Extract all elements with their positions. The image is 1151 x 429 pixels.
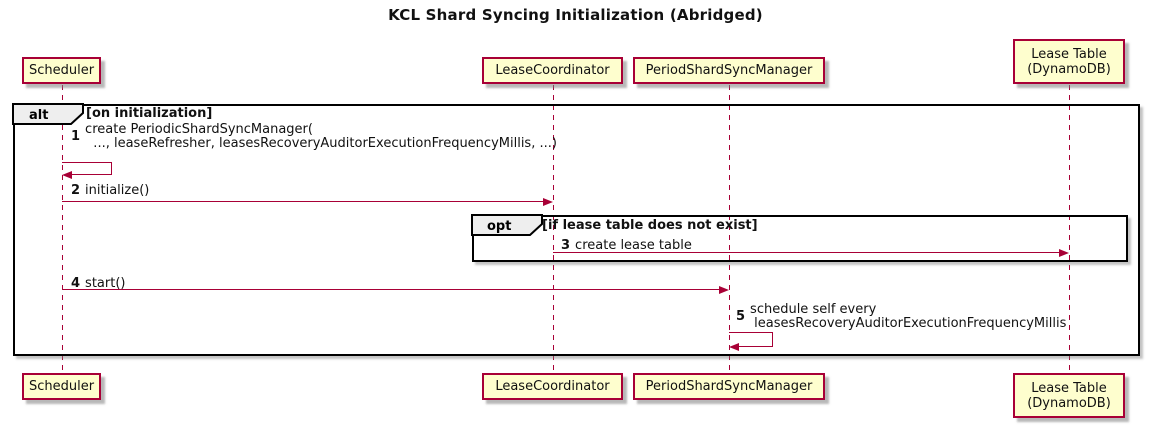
message-5-arrowhead-icon [729, 343, 739, 351]
participant-top-scheduler: Scheduler [22, 57, 101, 84]
participant-bottom-lease-coordinator: LeaseCoordinator [482, 373, 623, 400]
alt-guard-label: [on initialization] [86, 106, 213, 121]
lifeline-lease-coordinator [553, 85, 554, 373]
participant-label: LeaseCoordinator [495, 379, 610, 394]
message-5-self-loop-side [772, 332, 773, 347]
participant-label: PeriodShardSyncManager [645, 63, 813, 78]
participant-label-line-2: (DynamoDB) [1027, 395, 1111, 411]
alt-frame [13, 104, 1140, 356]
message-4-number: 4 [71, 276, 81, 291]
participant-bottom-scheduler: Scheduler [22, 373, 101, 400]
message-4-arrowhead-icon [719, 286, 729, 294]
participant-top-lease-coordinator: LeaseCoordinator [482, 57, 623, 84]
alt-operator-label: alt [29, 108, 48, 123]
lifeline-scheduler [62, 85, 63, 373]
message-3-line [553, 252, 1059, 253]
message-1-text-line-2: ..., leaseRefresher, leasesRecoveryAudit… [85, 136, 557, 151]
message-2: 2 initialize() [71, 184, 149, 198]
message-2-number: 2 [71, 183, 81, 198]
participant-top-period-shard-sync-manager: PeriodShardSyncManager [633, 57, 825, 84]
message-4: 4 start() [71, 277, 125, 291]
message-5-self-loop-bottom [738, 346, 773, 347]
message-2-arrowhead-icon [543, 198, 553, 206]
message-2-line [62, 201, 544, 202]
alt-frame-tab-icon: alt [12, 103, 84, 125]
message-1-self-loop-side [111, 162, 112, 175]
message-3-number: 3 [561, 238, 571, 253]
message-5-number: 5 [736, 309, 746, 324]
opt-frame-tab-icon: opt [471, 214, 543, 236]
lifeline-lease-table [1069, 85, 1070, 373]
message-1: 1 create PeriodicShardSyncManager( ..., … [71, 123, 557, 151]
message-5-text-line-2: leasesRecoveryAuditorExecutionFrequencyM… [750, 316, 1067, 331]
message-2-text: initialize() [85, 183, 150, 198]
lifeline-period-shard-sync-manager [729, 85, 730, 373]
message-1-text-line-1: create PeriodicShardSyncManager( [85, 122, 313, 137]
participant-label-line-1: Lease Table [1031, 380, 1107, 396]
message-5-text-line-1: schedule self every [750, 302, 877, 317]
message-4-line [62, 289, 719, 290]
message-3: 3 create lease table [561, 239, 692, 253]
opt-guard-label: [if lease table does not exist] [542, 218, 758, 233]
message-3-arrowhead-icon [1059, 249, 1069, 257]
message-4-text: start() [85, 276, 126, 291]
participant-bottom-period-shard-sync-manager: PeriodShardSyncManager [633, 373, 825, 400]
diagram-title: KCL Shard Syncing Initialization (Abridg… [388, 6, 763, 24]
message-3-text: create lease table [575, 238, 692, 253]
participant-label: PeriodShardSyncManager [645, 379, 813, 394]
opt-frame [472, 215, 1128, 262]
participant-label: Scheduler [28, 63, 95, 78]
participant-label: Scheduler [28, 379, 95, 394]
message-5-self-loop-top [729, 332, 773, 333]
message-1-self-loop-top [62, 162, 112, 163]
participant-label: LeaseCoordinator [495, 63, 610, 78]
message-5: 5 schedule self every leasesRecoveryAudi… [736, 303, 1066, 331]
participant-top-lease-table: Lease Table (DynamoDB) [1013, 39, 1125, 84]
message-1-self-loop-bottom [71, 174, 112, 175]
message-1-number: 1 [71, 129, 81, 144]
participant-bottom-lease-table: Lease Table (DynamoDB) [1013, 373, 1125, 418]
opt-operator-label: opt [487, 219, 511, 234]
message-1-arrowhead-icon [62, 171, 72, 179]
participant-label-line-1: Lease Table [1031, 46, 1107, 62]
participant-label-line-2: (DynamoDB) [1027, 61, 1111, 77]
